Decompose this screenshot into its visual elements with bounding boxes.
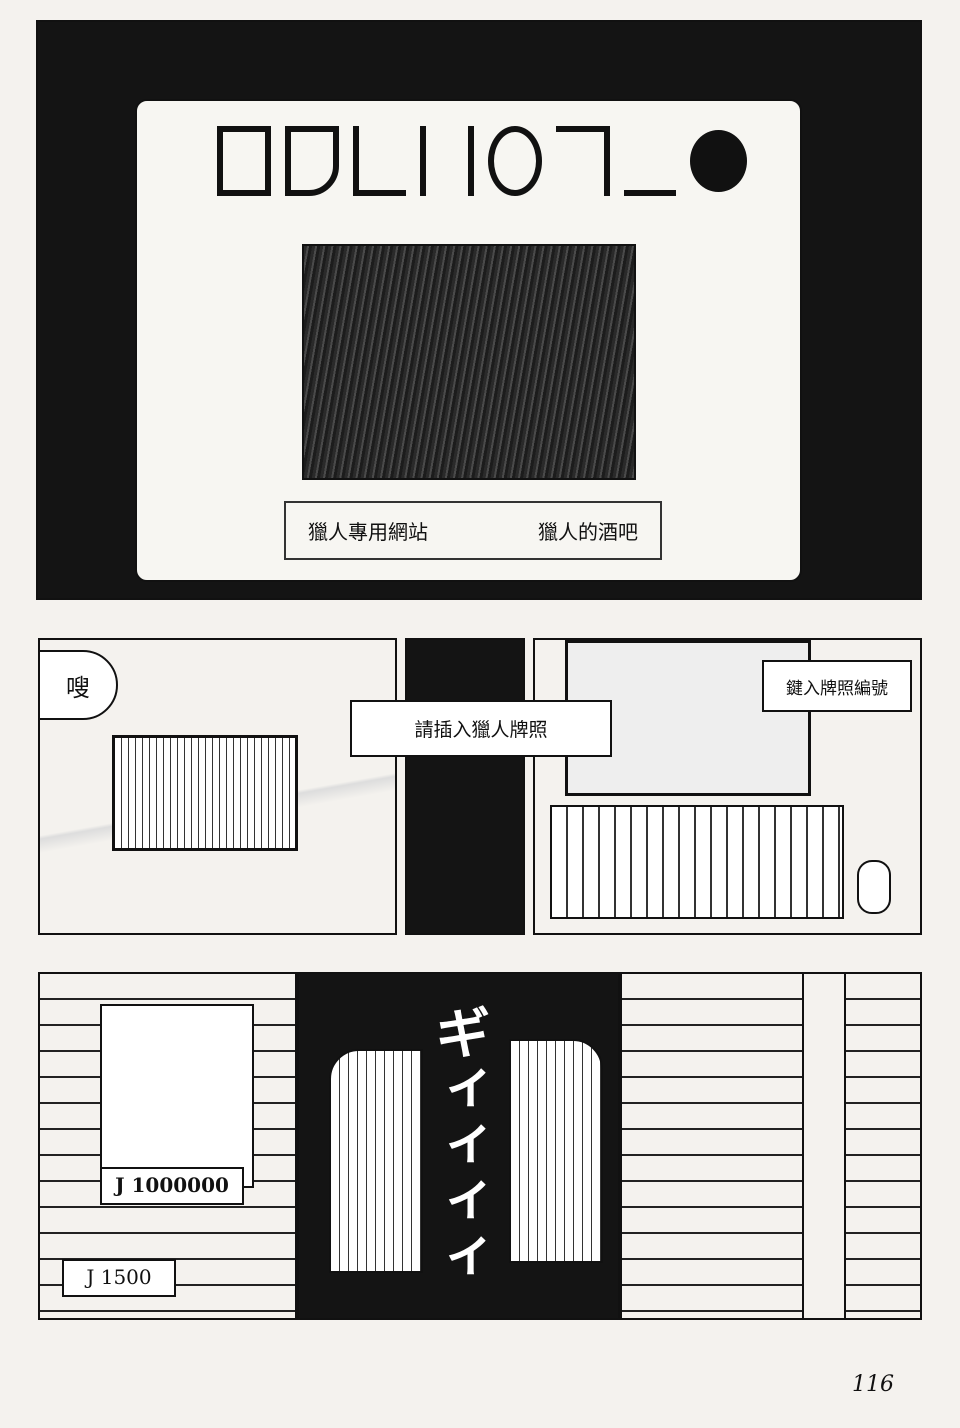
panel-keyboard: [533, 638, 922, 935]
poster-bounty-2: J 1500: [62, 1259, 176, 1297]
license-card: [112, 735, 298, 851]
wanted-poster: [100, 1004, 254, 1188]
saloon-door-right: [509, 1039, 603, 1263]
sfx-text: 嗖: [66, 673, 90, 702]
hunter-logo: [217, 123, 747, 199]
enter-number-text: 鍵入牌照編號: [786, 678, 888, 699]
insert-license-text: 請插入獵人牌照: [414, 719, 548, 741]
nav-link-hunter-site[interactable]: 獵人專用網站: [308, 520, 428, 544]
insert-license-bubble: 請插入獵人牌照: [350, 700, 612, 757]
wooden-pillar: [802, 974, 846, 1318]
logo-glyph: [352, 126, 407, 196]
logo-glyph: [217, 126, 271, 196]
logo-glyph: [420, 126, 475, 196]
nav-link-hunter-bar[interactable]: 獵人的酒吧: [538, 520, 638, 544]
logo-glyph: [284, 126, 339, 196]
keyboard: [550, 805, 844, 919]
website-screen: 獵人專用網站 獵人的酒吧: [135, 99, 802, 582]
saloon-door-left: [329, 1049, 423, 1273]
enter-number-bubble: 鍵入牌照編號: [762, 660, 912, 712]
logo-glyph: [623, 126, 677, 196]
panel-wall-left: J 1000000 J 1500: [38, 972, 297, 1320]
logo-dot: [690, 130, 747, 192]
panel-card-insert: [38, 638, 397, 935]
poster-bounty-1: J 1000000: [100, 1167, 244, 1205]
logo-glyph: [488, 126, 543, 196]
panel-wall-right: [620, 972, 922, 1320]
door-creak-sfx: ギィィィィ: [425, 1004, 490, 1284]
panel-reader: [405, 638, 525, 935]
site-nav: 獵人專用網站 獵人的酒吧: [284, 501, 662, 560]
sfx-bubble: 嗖: [38, 650, 118, 720]
logo-glyph: [556, 126, 610, 196]
panel-saloon-doors: ギィィィィ: [297, 972, 620, 1320]
page-number: 116: [852, 1372, 894, 1397]
panel-website: 獵人專用網站 獵人的酒吧: [36, 20, 922, 600]
mouse: [857, 860, 891, 914]
tavern-photo: [302, 244, 636, 480]
